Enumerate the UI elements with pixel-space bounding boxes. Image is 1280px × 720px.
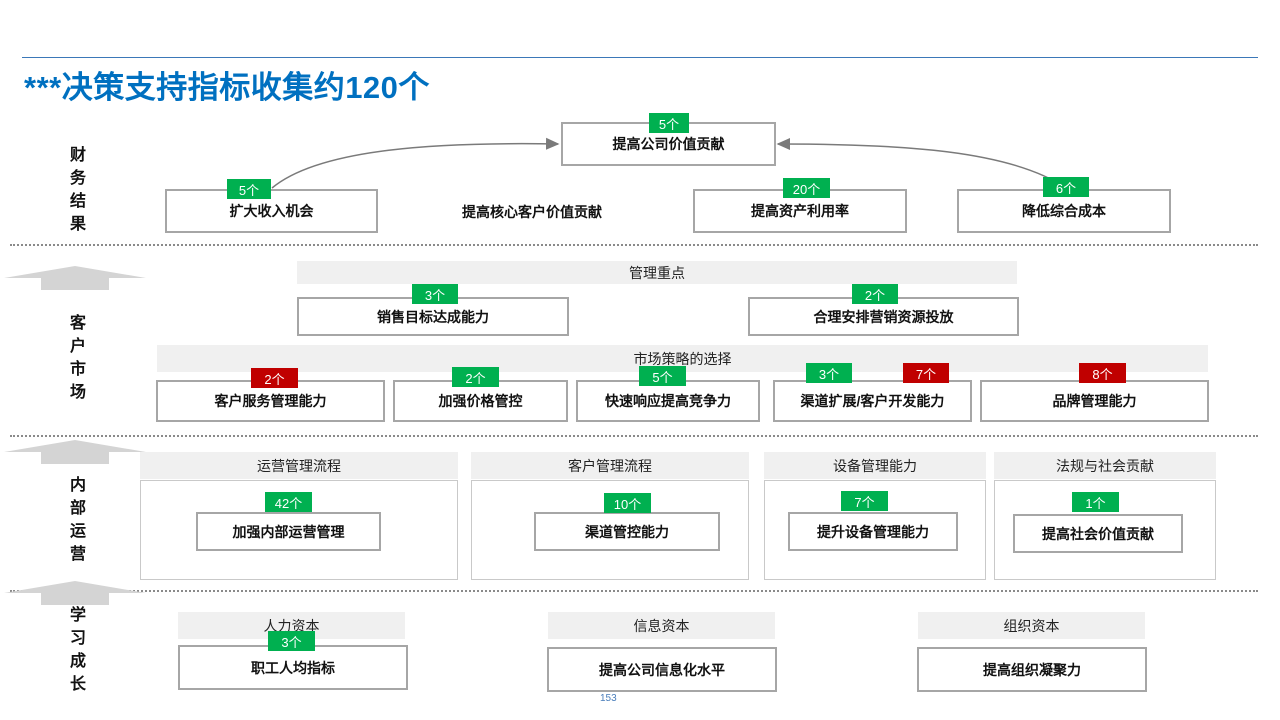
page-title: ***决策支持指标收集约120个 [24, 70, 430, 105]
band-management-focus: 管理重点 [297, 261, 1017, 284]
band-internal-header: 法规与社会贡献 [994, 452, 1216, 479]
count-badge: 7个 [841, 491, 888, 511]
count-badge: 10个 [604, 493, 651, 513]
goal-label: 品牌管理能力 [1052, 393, 1137, 409]
row-label-customer: 客户市场 [67, 314, 84, 406]
goal-box-channel-expansion: 渠道扩展/客户开发能力 [773, 380, 972, 422]
page-number: 153 [600, 693, 617, 704]
goal-box-company-value: 提高公司价值贡献 [561, 122, 776, 166]
count-badge: 3个 [268, 631, 315, 651]
row-label-finance: 财务结果 [67, 146, 84, 238]
goal-box-per-capita: 职工人均指标 [178, 645, 408, 690]
goal-label: 降低综合成本 [1022, 203, 1106, 219]
band-learning-header: 组织资本 [918, 612, 1145, 639]
goal-label: 渠道扩展/客户开发能力 [800, 393, 945, 409]
goal-label: 提升设备管理能力 [817, 523, 929, 540]
goal-label: 提高公司价值贡献 [612, 136, 725, 152]
goal-label: 提高资产利用率 [751, 203, 849, 219]
goal-label: 客户服务管理能力 [214, 393, 327, 409]
goal-label: 合理安排营销资源投放 [813, 308, 954, 325]
arc-left-connector [271, 137, 560, 189]
count-badge: 3个 [412, 284, 458, 304]
up-arrow-icon [4, 440, 146, 464]
goal-label: 销售目标达成能力 [377, 308, 489, 325]
goal-box-fast-response: 快速响应提高竞争力 [576, 380, 760, 422]
count-badge: 7个 [903, 363, 949, 383]
band-learning-header: 信息资本 [548, 612, 775, 639]
goal-label: 提高社会价值贡献 [1042, 525, 1154, 542]
goal-box-informatization: 提高公司信息化水平 [547, 647, 777, 692]
count-badge: 6个 [1043, 177, 1089, 197]
goal-label: 渠道管控能力 [585, 523, 669, 540]
band-internal-header: 运营管理流程 [140, 452, 458, 479]
count-badge: 5个 [639, 366, 686, 386]
count-badge: 2个 [852, 284, 898, 304]
goal-label: 快速响应提高竞争力 [605, 393, 731, 409]
band-internal-header: 设备管理能力 [764, 452, 986, 479]
arc-right-connector [776, 138, 1067, 189]
goal-label: 提高组织凝聚力 [983, 661, 1081, 678]
goal-label: 加强内部运营管理 [232, 523, 345, 540]
band-internal-header: 客户管理流程 [471, 452, 749, 479]
goal-label: 扩大收入机会 [229, 203, 314, 219]
up-arrow-icon [4, 581, 146, 605]
goal-box-brand-management: 品牌管理能力 [980, 380, 1209, 422]
count-badge: 1个 [1072, 492, 1119, 512]
row-label-internal: 内部运营 [67, 476, 84, 568]
goal-box-equipment-management: 提升设备管理能力 [788, 512, 958, 551]
count-badge: 5个 [649, 113, 689, 133]
count-badge: 8个 [1079, 363, 1126, 383]
title-rule [22, 57, 1258, 58]
separator-finance-customer [10, 244, 1258, 246]
goal-box-revenue: 扩大收入机会 [165, 189, 378, 233]
count-badge: 20个 [783, 178, 830, 198]
goal-box-channel-control: 渠道管控能力 [534, 512, 720, 551]
goal-box-internal-operations: 加强内部运营管理 [196, 512, 381, 551]
separator-customer-internal [10, 435, 1258, 437]
goal-text-core-customer: 提高核心客户价值贡献 [462, 204, 602, 220]
goal-label: 职工人均指标 [251, 659, 335, 676]
count-badge: 3个 [806, 363, 852, 383]
goal-label: 加强价格管控 [438, 393, 523, 409]
up-arrow-icon [4, 266, 146, 290]
goal-box-social-value: 提高社会价值贡献 [1013, 514, 1183, 553]
row-label-learning: 学习成长 [67, 606, 84, 698]
count-badge: 2个 [251, 368, 298, 388]
separator-internal-learning [10, 590, 1258, 592]
count-badge: 2个 [452, 367, 499, 387]
goal-box-cohesion: 提高组织凝聚力 [917, 647, 1147, 692]
count-badge: 5个 [227, 179, 271, 199]
goal-label: 提高公司信息化水平 [599, 661, 725, 678]
count-badge: 42个 [265, 492, 312, 512]
